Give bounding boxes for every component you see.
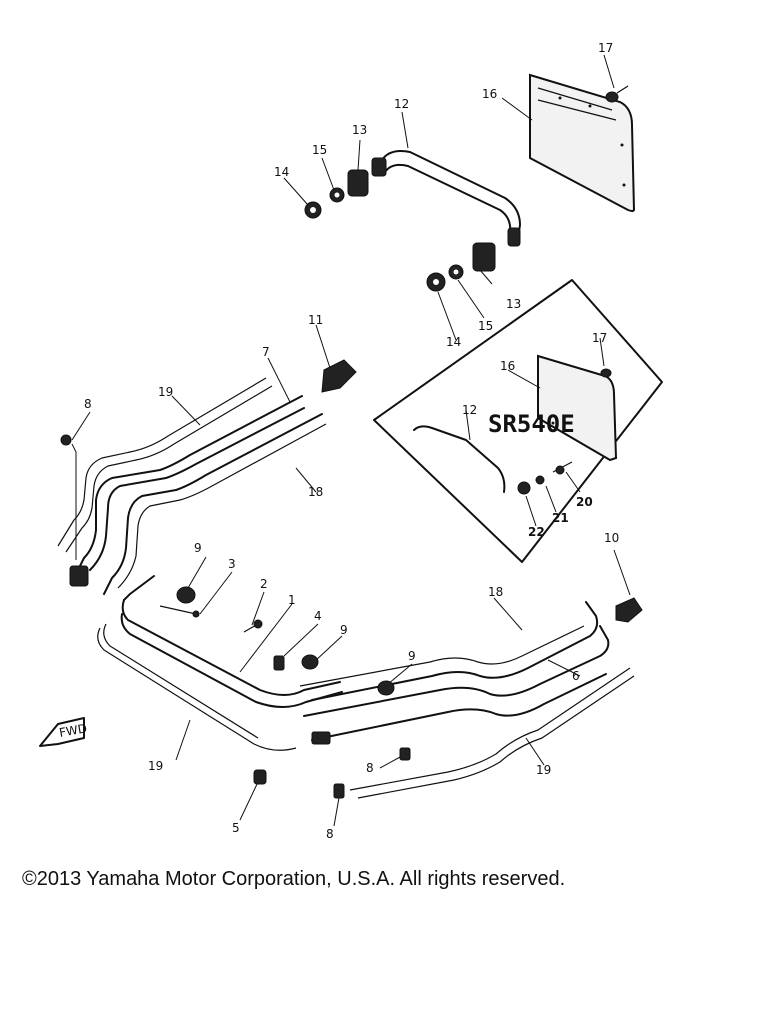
callout-10: 10 xyxy=(604,531,619,545)
plate-screw-17 xyxy=(605,85,629,103)
washer-15-lower xyxy=(448,264,464,280)
callout-13: 13 xyxy=(352,123,367,137)
inset-callout-21: 21 xyxy=(552,511,569,525)
callout-18: 18 xyxy=(308,485,323,499)
callout-13: 13 xyxy=(506,297,521,311)
forward-arrow-label: FWD xyxy=(58,721,88,740)
parts-diagram: FWD 17 16 12 13 15 14 13 15 14 11 7 19 8… xyxy=(39,41,663,841)
inset-callout-22: 22 xyxy=(528,525,545,539)
callout-16: 16 xyxy=(482,87,497,101)
callout-labels: 17 16 12 13 15 14 13 15 14 11 7 19 8 18 … xyxy=(84,41,619,841)
trim-strip-19-front xyxy=(97,623,297,751)
nut-14-lower xyxy=(426,272,446,292)
inset-callout-17: 17 xyxy=(592,331,607,345)
callout-9: 9 xyxy=(408,649,416,663)
side-rail-6 xyxy=(303,625,610,745)
callout-11: 11 xyxy=(308,313,323,327)
callout-9: 9 xyxy=(340,623,348,637)
nut-14-upper xyxy=(304,201,322,219)
callout-3: 3 xyxy=(228,557,236,571)
callout-4: 4 xyxy=(314,609,322,623)
callout-8: 8 xyxy=(84,397,92,411)
grab-bar-12 xyxy=(371,150,521,247)
rubber-damper-13-upper xyxy=(347,169,369,197)
inset-callout-20: 20 xyxy=(576,495,593,509)
copyright-notice: ©2013 Yamaha Motor Corporation, U.S.A. A… xyxy=(22,868,566,890)
callout-19: 19 xyxy=(158,385,173,399)
side-rail-7 xyxy=(69,395,305,587)
bolt-8-left xyxy=(60,434,77,560)
callout-15: 15 xyxy=(478,319,493,333)
callout-8: 8 xyxy=(326,827,334,841)
callout-7: 7 xyxy=(262,345,270,359)
callout-12: 12 xyxy=(394,97,409,111)
inset-model-label: SR540E xyxy=(488,410,575,438)
inset-callout-16: 16 xyxy=(500,359,515,373)
callout-9: 9 xyxy=(194,541,202,555)
screw-3 xyxy=(159,605,200,618)
clamp-9-center xyxy=(301,654,319,670)
trim-strip-18-left xyxy=(103,413,327,595)
callout-14: 14 xyxy=(274,165,289,179)
trim-strip-18-right xyxy=(299,601,599,701)
callout-1: 1 xyxy=(288,593,296,607)
trim-strip-19-left xyxy=(57,377,273,553)
callout-5: 5 xyxy=(232,821,240,835)
bracket-11 xyxy=(321,359,357,393)
nut-5 xyxy=(253,769,267,785)
inset-callout-12: 12 xyxy=(462,403,477,417)
bolt-4 xyxy=(273,655,285,671)
license-plate-16 xyxy=(529,73,636,212)
callout-2: 2 xyxy=(260,577,268,591)
trim-strip-19-right xyxy=(349,667,635,799)
rubber-damper-13-lower xyxy=(472,242,496,272)
forward-arrow-icon: FWD xyxy=(39,717,88,747)
bolt-8-right xyxy=(399,747,411,761)
bumper-1 xyxy=(120,575,343,708)
washer-15-upper xyxy=(329,187,345,203)
callout-17: 17 xyxy=(598,41,613,55)
bracket-10 xyxy=(615,597,643,623)
callout-19: 19 xyxy=(148,759,163,773)
bolt-8-center xyxy=(333,783,345,799)
callout-15: 15 xyxy=(312,143,327,157)
clamp-9-left xyxy=(176,586,196,604)
clamp-9-right xyxy=(377,680,395,696)
callout-19: 19 xyxy=(536,763,551,777)
callout-18: 18 xyxy=(488,585,503,599)
inset-panel-sr540e xyxy=(373,279,663,563)
callout-8: 8 xyxy=(366,761,374,775)
screw-2 xyxy=(243,619,263,633)
callout-6: 6 xyxy=(572,669,580,683)
callout-14: 14 xyxy=(446,335,461,349)
